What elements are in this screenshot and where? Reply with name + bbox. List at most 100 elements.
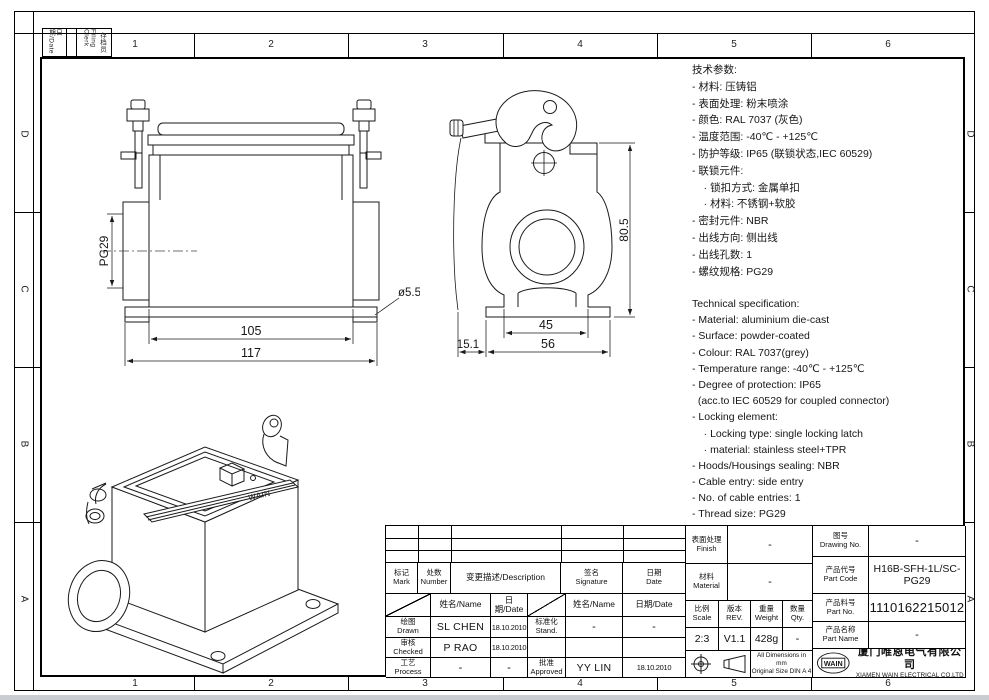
housing-body: [122, 154, 380, 323]
scale-label: 比例 Scale: [686, 601, 719, 628]
wain-logo-text: WAIN: [824, 659, 843, 668]
rev-number-header: 处数 Number: [418, 563, 451, 594]
cable-entry-outer: [509, 209, 585, 285]
weight-value: 428g: [751, 628, 783, 651]
name2-header: 姓名/Name: [566, 594, 623, 617]
zone-tick: [14, 522, 40, 523]
iso-rear-hook: [262, 414, 289, 467]
rev-signature-header: 签名 Signature: [561, 563, 623, 594]
spec-line: - Locking element:: [692, 411, 778, 424]
zone-right-c: C: [964, 285, 976, 293]
zone-tick: [348, 33, 349, 57]
zone-tick: [194, 33, 195, 57]
spec-line: - 密封元件: NBR: [692, 215, 769, 228]
qty-label: 数量 Qty.: [783, 601, 813, 628]
zone-left-d: D: [18, 130, 30, 138]
diagonal-cell: [528, 594, 566, 617]
part-name-value: -: [869, 622, 966, 649]
spec-line: · 材料: 不锈钢+软胶: [692, 198, 796, 211]
approved-date: 18.10.2010: [623, 658, 686, 678]
company-name-en: XIAMEN WAIN ELECTRICAL CO.LTD: [855, 672, 964, 678]
spec-line: - Cable entry: side entry: [692, 476, 804, 489]
zone-right-d: D: [964, 130, 976, 138]
latch-left: [120, 99, 150, 189]
iso-body: [111, 479, 299, 633]
corner-date-cell: 日期/Date: [43, 29, 67, 56]
process-date: -: [491, 658, 528, 678]
front-view-geometry: [120, 99, 382, 323]
corner-clerk-cn: 存档员: [98, 32, 106, 53]
spec-line: - 表面处理: 粉末喷涂: [692, 97, 789, 110]
part-no-label: 产品料号 Part No.: [813, 594, 869, 622]
cover: [147, 122, 355, 156]
dimensions-note: All Dimensions in mm Original Size DIN A…: [751, 651, 813, 678]
spec-line: - Colour: RAL 7037(grey): [692, 346, 809, 359]
date-header: 日期/Date: [491, 594, 528, 617]
spec-line: - Temperature range: -40℃ - +125℃: [692, 362, 865, 375]
spec-line: 技术参数:: [692, 64, 737, 76]
zone-right-b: B: [964, 440, 976, 448]
zone-top-5: 5: [731, 39, 737, 50]
drawn-date: 18.10.2010: [491, 617, 528, 638]
spec-line: - 材料: 压铸铝: [692, 80, 757, 93]
border-left-strip: [33, 11, 34, 691]
border-top-strip: [14, 33, 975, 34]
spec-block-en: Technical specification:- Material: alum…: [692, 296, 964, 523]
locking-latch: [449, 90, 578, 176]
dim-105: 105: [241, 324, 262, 338]
front-dimensions: [107, 213, 400, 366]
title-block: 标记 Mark 处数 Number 变更描述/Description 签名 Si…: [385, 525, 966, 678]
empty-cell: [528, 638, 566, 658]
border-outer: [14, 11, 975, 691]
zone-bottom-6: 6: [885, 678, 891, 689]
window-edge: [0, 695, 989, 700]
spec-line: · 锁扣方式: 金属单扣: [692, 181, 800, 194]
weight-label: 重量 Weight: [751, 601, 783, 628]
zone-left-b: B: [18, 440, 30, 448]
cable-entry-inner: [518, 218, 576, 276]
zone-bottom-5: 5: [731, 678, 737, 689]
zone-tick: [194, 677, 195, 691]
zone-top-6: 6: [885, 39, 891, 50]
iso-cable-boss: [67, 560, 131, 632]
empty-cell: [566, 638, 623, 658]
zone-tick: [14, 367, 40, 368]
zone-top-3: 3: [422, 39, 428, 50]
zone-tick: [965, 522, 975, 523]
company-names: 厦门唯恩电气有限公司 XIAMEN WAIN ELECTRICAL CO.LTD: [855, 649, 965, 678]
stand-label: 标准化 Stand.: [528, 617, 566, 638]
zone-left-a: A: [18, 595, 30, 603]
side-view: 80.5 45 56 15.1: [449, 90, 635, 357]
spec-line: Technical specification:: [692, 298, 800, 310]
dim-pg29: PG29: [97, 235, 111, 266]
side-view-geometry: [449, 90, 613, 318]
process-label: 工艺 Process: [386, 658, 431, 678]
dim-15-1: 15.1: [457, 339, 479, 351]
rev-no-label: 版本 REV.: [719, 601, 751, 628]
process-name: -: [431, 658, 491, 678]
part-code-value: H16B-SFH-1L/SC-PG29: [869, 557, 966, 594]
approved-label: 批准 Approved: [528, 658, 566, 678]
zone-right-a: A: [964, 595, 976, 603]
corner-empty-cell: [67, 29, 77, 56]
spec-line: - 出线方向: 侧出线: [692, 231, 778, 244]
spec-line: - 颜色: RAL 7037 (灰色): [692, 114, 803, 127]
side-dimensions: [457, 142, 635, 357]
finish-label: 表面处理 Finish: [686, 526, 728, 564]
spec-line: - Thread size: PG29: [692, 508, 786, 521]
iso-latch: [85, 482, 107, 525]
spec-line: - 出线孔数: 1: [692, 248, 753, 261]
spec-line: - 螺纹规格: PG29: [692, 265, 774, 278]
material-value: -: [728, 564, 813, 601]
latch-hole: [543, 100, 557, 114]
dim-hole: ø5.5: [398, 287, 420, 299]
latch-right: [352, 99, 382, 189]
spec-line: · material: stainless steel+TPR: [692, 443, 847, 456]
spec-block-cn: 技术参数: - 材料: 压铸铝 - 表面处理: 粉末喷涂 - 颜色: RAL 7037…: [692, 62, 962, 280]
approved-name: YY LIN: [566, 658, 623, 678]
iso-geometry: [67, 414, 340, 674]
zone-top-1: 1: [132, 39, 138, 50]
front-view: PG29 105 117 ø5.5: [97, 99, 420, 366]
spec-line: - Hoods/Housings sealing: NBR: [692, 459, 840, 472]
